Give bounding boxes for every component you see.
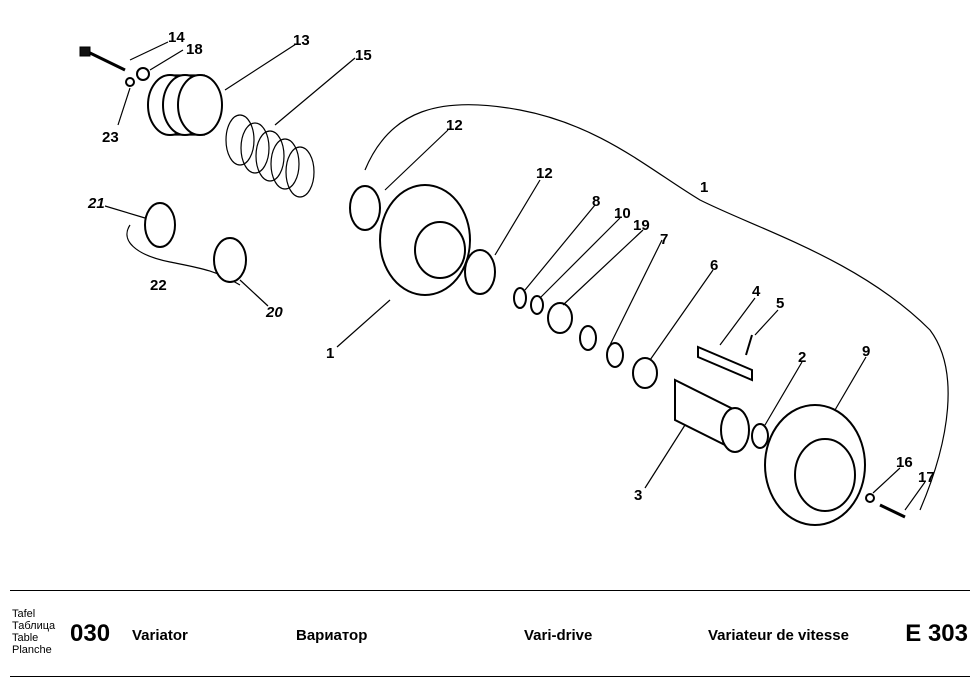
washer-part — [125, 77, 135, 87]
nut-part — [136, 67, 150, 81]
callout-21: 21 — [87, 195, 105, 212]
callout-19: 19 — [633, 217, 650, 234]
callout-16: 16 — [896, 454, 913, 471]
screw-part — [745, 334, 753, 356]
circlip-part-2 — [606, 342, 624, 368]
callout-10: 10 — [614, 205, 631, 222]
callout-9: 9 — [862, 343, 870, 360]
exploded-parts-diagram: 14 18 13 15 12 12 23 21 22 20 1 8 10 19 … — [79, 29, 949, 526]
callout-7: 7 — [660, 231, 668, 248]
label-tafel: Tafel — [12, 608, 36, 620]
pulley-part — [764, 404, 866, 526]
spacer-part — [530, 295, 544, 315]
hub-part — [674, 378, 750, 453]
ring-part — [144, 202, 176, 248]
circlip-part — [579, 325, 597, 351]
callout-17: 17 — [918, 469, 935, 486]
callout-8: 8 — [592, 193, 600, 210]
callout-22: 22 — [150, 277, 167, 294]
title-german: Variator — [132, 627, 188, 644]
callout-12: 12 — [446, 117, 463, 134]
callout-23: 23 — [102, 129, 119, 146]
snap-ring-part — [513, 287, 527, 309]
title-russian: Вариатор — [296, 627, 368, 644]
callout-5: 5 — [776, 295, 784, 312]
flange-part — [213, 237, 247, 283]
ball-bearing-part-2 — [632, 357, 658, 389]
washer-part-3 — [865, 493, 875, 503]
washer-part-2 — [751, 423, 769, 449]
ribbed-cylinder-part — [147, 74, 223, 136]
leader-lines — [104, 41, 926, 511]
callout-20: 20 — [265, 304, 283, 321]
title-french: Variateur de vitesse — [708, 627, 849, 644]
callout-18: 18 — [186, 41, 203, 58]
callout-4: 4 — [752, 283, 761, 300]
bearing-part-2 — [464, 249, 496, 295]
callout-12-b: 12 — [536, 165, 553, 182]
bolt-part-2 — [879, 503, 906, 519]
footer-bottom-rule — [10, 676, 970, 677]
drawing-code: E 303 — [905, 620, 968, 647]
callout-2: 2 — [798, 349, 806, 366]
callout-13: 13 — [293, 32, 310, 49]
bolt-part — [79, 46, 126, 72]
key-part — [697, 345, 753, 382]
spring-part — [225, 114, 315, 198]
assembly-bracket — [364, 104, 949, 511]
callout-14: 14 — [168, 29, 185, 46]
plate-number: 030 — [70, 620, 111, 647]
pulley-disc-part — [379, 184, 471, 296]
bearing-part — [349, 185, 381, 231]
callout-3: 3 — [634, 487, 642, 504]
callout-6: 6 — [710, 257, 718, 274]
callout-1-assembly: 1 — [700, 179, 708, 196]
callout-15: 15 — [355, 47, 372, 64]
label-table: Table — [12, 632, 39, 644]
footer-top-rule — [10, 590, 970, 591]
title-english: Vari-drive — [524, 627, 593, 644]
label-tablitsa: Таблица — [12, 620, 56, 632]
label-planche: Planche — [12, 644, 52, 656]
callout-1: 1 — [326, 345, 334, 362]
ball-bearing-part — [547, 302, 573, 334]
